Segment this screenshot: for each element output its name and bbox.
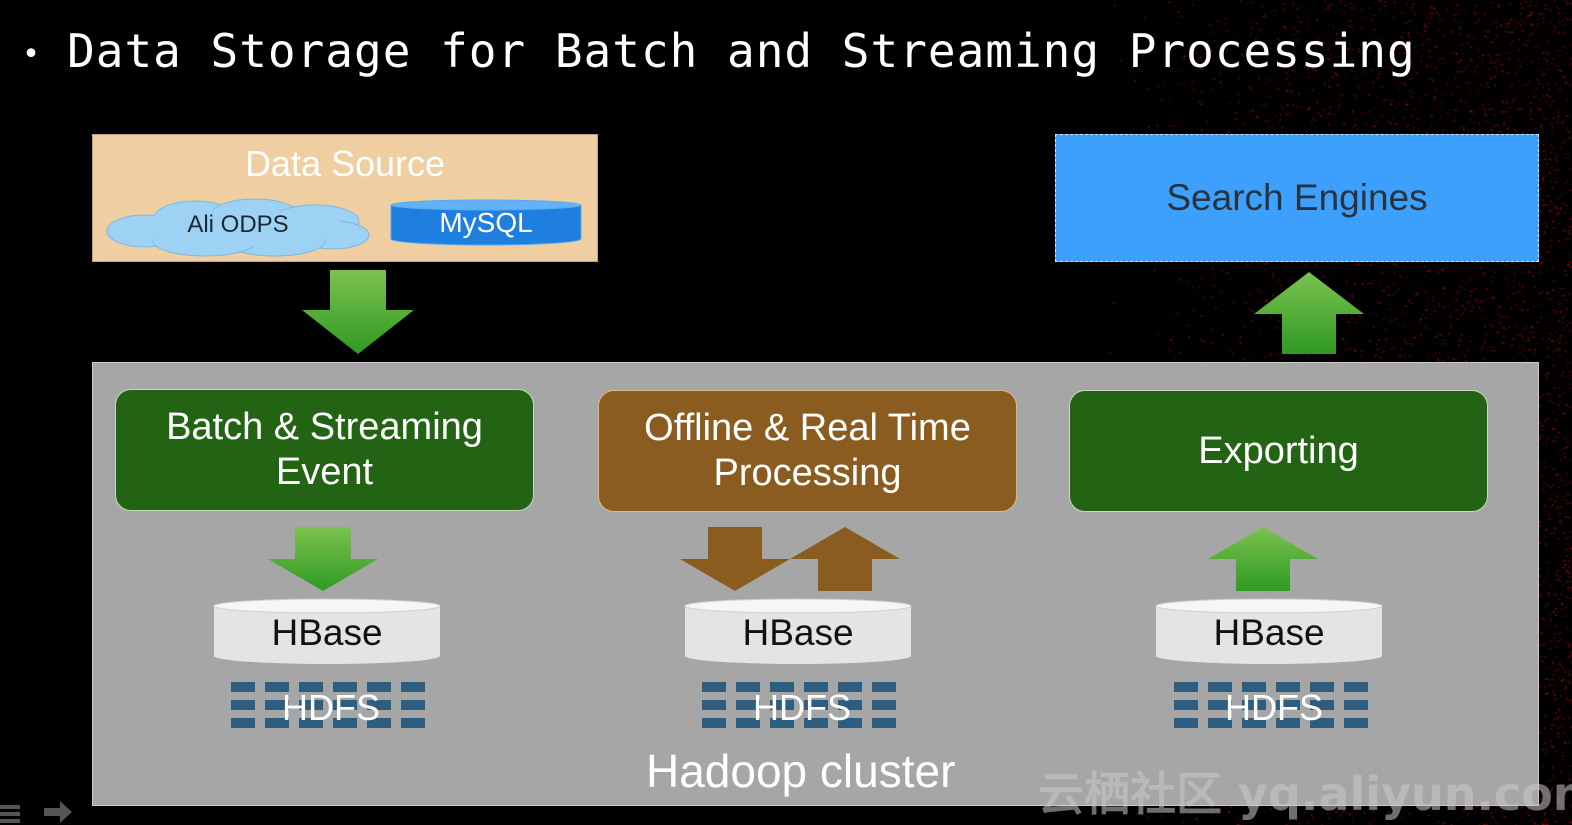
hdfs-blocks-2: HDFS bbox=[702, 682, 902, 732]
hdfs-grid-icon bbox=[231, 682, 425, 728]
data-source-box: Data Source Ali ODPS MySQL bbox=[92, 134, 598, 262]
arrow-down-icon bbox=[268, 527, 378, 591]
arrow-up-icon bbox=[790, 527, 900, 591]
hdfs-label: HDFS bbox=[282, 687, 380, 728]
database-icon bbox=[390, 199, 582, 246]
slide-title: • Data Storage for Batch and Streaming Pr… bbox=[22, 24, 1416, 78]
exporting-box: Exporting bbox=[1069, 390, 1488, 512]
title-bullet: • bbox=[22, 37, 42, 72]
hdfs-label: HDFS bbox=[753, 687, 851, 728]
arrow-up-icon bbox=[1254, 272, 1364, 354]
hbase-cylinder-2: HBase bbox=[684, 598, 912, 666]
hdfs-grid-icon bbox=[1174, 682, 1368, 728]
hadoop-cluster-label: Hadoop cluster bbox=[646, 745, 956, 797]
mysql-label: MySQL bbox=[439, 207, 533, 238]
offline-realtime-processing-label: Offline & Real Time Processing bbox=[644, 407, 971, 494]
database-icon bbox=[684, 598, 912, 664]
arrow-down-icon bbox=[680, 527, 790, 591]
slide-menu-icon[interactable] bbox=[0, 803, 24, 823]
hbase-label: HBase bbox=[1213, 612, 1325, 653]
hdfs-label: HDFS bbox=[1225, 687, 1323, 728]
data-source-label: Data Source bbox=[244, 143, 446, 184]
exporting-label: Exporting bbox=[1198, 429, 1359, 472]
arrow-up-icon bbox=[1208, 527, 1318, 591]
arrow-down-icon bbox=[302, 270, 414, 354]
hbase-cylinder-3: HBase bbox=[1155, 598, 1383, 666]
database-icon bbox=[1155, 598, 1383, 664]
hdfs-blocks-3: HDFS bbox=[1174, 682, 1374, 732]
hbase-label: HBase bbox=[271, 612, 383, 653]
hdfs-grid-icon bbox=[702, 682, 896, 728]
watermark: 云栖社区 yq.aliyun.com bbox=[1038, 767, 1572, 821]
hdfs-blocks-1: HDFS bbox=[231, 682, 431, 732]
search-engines-label: Search Engines bbox=[1166, 177, 1428, 218]
ali-odps-cloud: Ali ODPS bbox=[105, 197, 371, 259]
search-engines-box: Search Engines bbox=[1055, 134, 1539, 262]
batch-streaming-event-label: Batch & Streaming Event bbox=[166, 406, 483, 493]
title-text: Data Storage for Batch and Streaming Pro… bbox=[67, 24, 1416, 78]
database-icon bbox=[213, 598, 441, 664]
hbase-label: HBase bbox=[742, 612, 854, 653]
cloud-icon bbox=[106, 198, 370, 257]
mysql-cylinder: MySQL bbox=[389, 199, 583, 247]
ali-odps-label: Ali ODPS bbox=[187, 211, 289, 238]
next-slide-icon[interactable] bbox=[44, 801, 74, 823]
hbase-cylinder-1: HBase bbox=[213, 598, 441, 666]
batch-streaming-event-box: Batch & Streaming Event bbox=[115, 389, 534, 511]
offline-realtime-processing-box: Offline & Real Time Processing bbox=[598, 390, 1017, 512]
